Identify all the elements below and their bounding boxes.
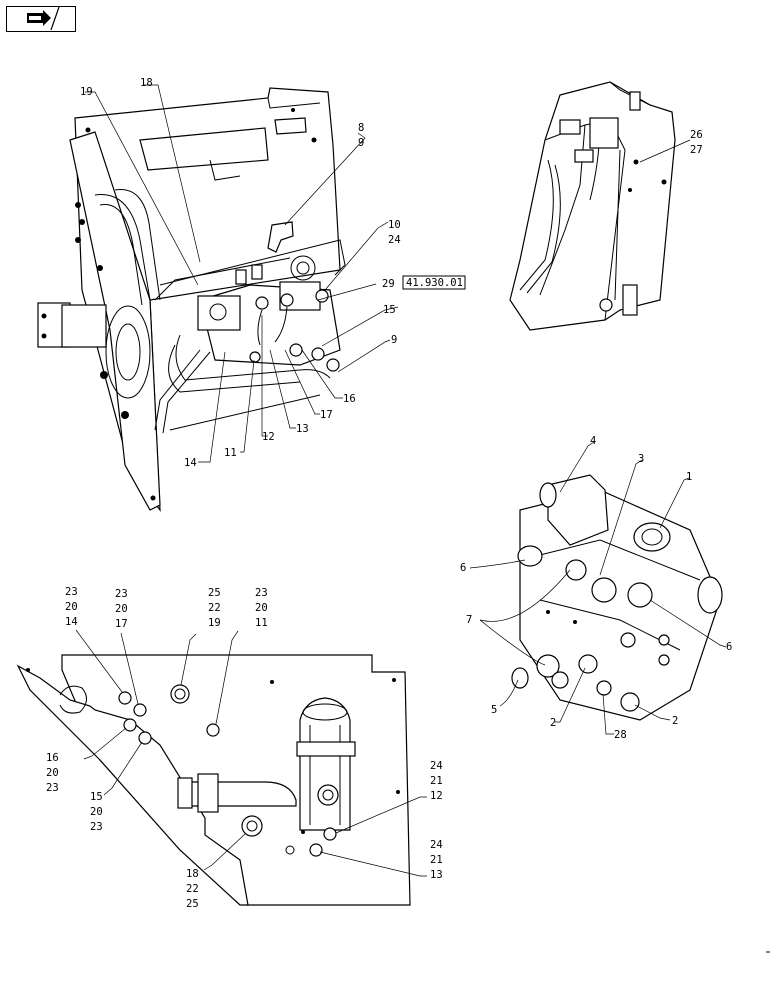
callout-22: 22: [186, 883, 199, 895]
callout-21: 21: [430, 775, 443, 787]
callout-11: 11: [255, 617, 268, 629]
callout-10: 10: [388, 219, 401, 231]
callout-23: 23: [90, 821, 103, 833]
callout-20: 20: [46, 767, 59, 779]
callout-14: 14: [65, 616, 78, 628]
callout-6a: 6: [460, 562, 466, 574]
callout-23: 23: [46, 782, 59, 794]
callout-20: 20: [65, 601, 78, 613]
page-back-icon: [27, 6, 60, 31]
callout-17: 17: [320, 409, 333, 421]
callout-26: 26: [690, 129, 703, 141]
callout-8: 8: [358, 122, 364, 134]
callout-20: 20: [90, 806, 103, 818]
callout-3: 3: [638, 453, 644, 465]
callout-18: 18: [140, 77, 153, 89]
callout-9b: 9: [391, 334, 397, 346]
page-back-button[interactable]: [6, 6, 76, 32]
callout-2b: 2: [672, 715, 678, 727]
bottom-plate-labels: 23 20 14 23 20 17 25 22 19 23 20 11 16 2…: [46, 586, 443, 910]
callout-24: 24: [430, 839, 443, 851]
callout-12: 12: [430, 790, 443, 802]
callout-27: 27: [690, 144, 703, 156]
valve-detail-drawing: [511, 474, 723, 721]
callout-16: 16: [46, 752, 59, 764]
bottom-plate-leaders: [75, 629, 427, 877]
callout-19: 19: [80, 86, 93, 98]
callout-4: 4: [590, 435, 596, 447]
valve-detail-leaders: [469, 441, 727, 735]
callout-23: 23: [255, 587, 268, 599]
callout-14: 14: [184, 457, 197, 469]
reference-box[interactable]: [402, 275, 466, 290]
bottom-plate-drawing: [16, 654, 411, 906]
main-assembly-labels: 18 19 8 9 10 24 29 15 9 16 17 13 12 11 1…: [80, 77, 401, 469]
callout-6b: 6: [726, 641, 732, 653]
callout-22: 22: [208, 602, 221, 614]
callout-11: 11: [224, 447, 237, 459]
callout-16: 16: [343, 393, 356, 405]
callout-13: 13: [296, 423, 309, 435]
main-assembly-drawing: [37, 87, 346, 512]
callout-18: 18: [186, 868, 199, 880]
callout-17: 17: [115, 618, 128, 630]
callout-25: 25: [208, 587, 221, 599]
callout-23: 23: [65, 586, 78, 598]
callout-13: 13: [430, 869, 443, 881]
callout-12: 12: [262, 431, 275, 443]
callout-24: 24: [388, 234, 401, 246]
callout-25: 25: [186, 898, 199, 910]
callout-28: 28: [614, 729, 627, 741]
callout-29: 29: [382, 278, 395, 290]
callout-9: 9: [358, 137, 364, 149]
callout-7: 7: [466, 614, 472, 626]
valve-detail-labels: 4 3 1 6 7 6 5 2 2 28: [460, 435, 732, 741]
callout-15: 15: [383, 304, 396, 316]
callout-23: 23: [115, 588, 128, 600]
side-view-drawing: [509, 81, 691, 331]
callout-19: 19: [208, 617, 221, 629]
callout-2a: 2: [550, 717, 556, 729]
callout-24: 24: [430, 760, 443, 772]
main-assembly-leaders: [85, 84, 399, 463]
callout-5: 5: [491, 704, 497, 716]
callout-20: 20: [255, 602, 268, 614]
side-view-labels: 26 27: [690, 129, 703, 156]
callout-1: 1: [686, 471, 692, 483]
reference-text: 41.930.01: [406, 277, 463, 289]
callout-15: 15: [90, 791, 103, 803]
callout-20: 20: [115, 603, 128, 615]
callout-21: 21: [430, 854, 443, 866]
